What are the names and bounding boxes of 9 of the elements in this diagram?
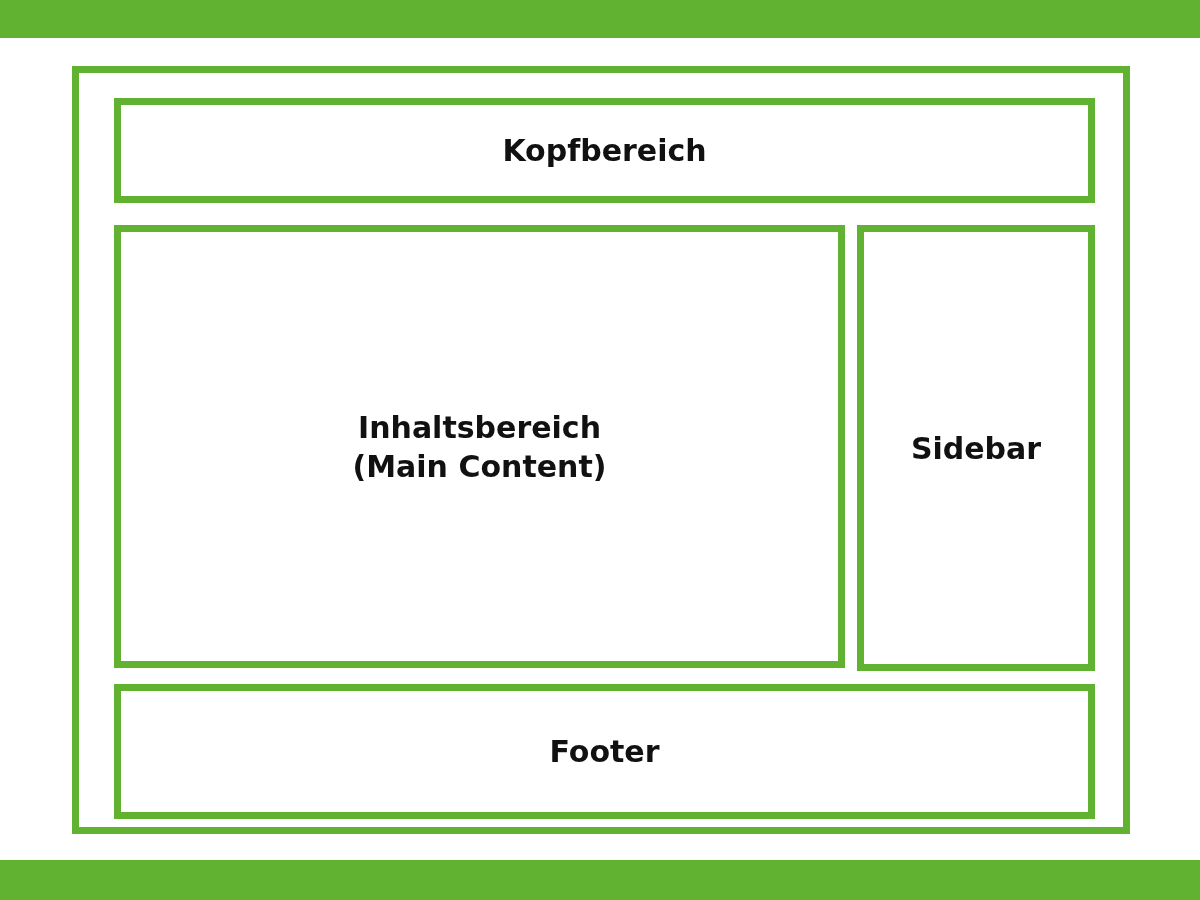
region-label: Kopfbereich bbox=[502, 132, 707, 170]
content-region bbox=[114, 225, 845, 668]
sidebar-region bbox=[857, 225, 1095, 671]
region-label: Inhaltsbereich (Main Content) bbox=[351, 408, 608, 486]
page-frame bbox=[72, 66, 1130, 834]
header-region bbox=[114, 98, 1095, 203]
footer-region bbox=[114, 684, 1095, 819]
region-label: Sidebar bbox=[910, 429, 1042, 468]
region-label: Footer bbox=[549, 733, 660, 771]
